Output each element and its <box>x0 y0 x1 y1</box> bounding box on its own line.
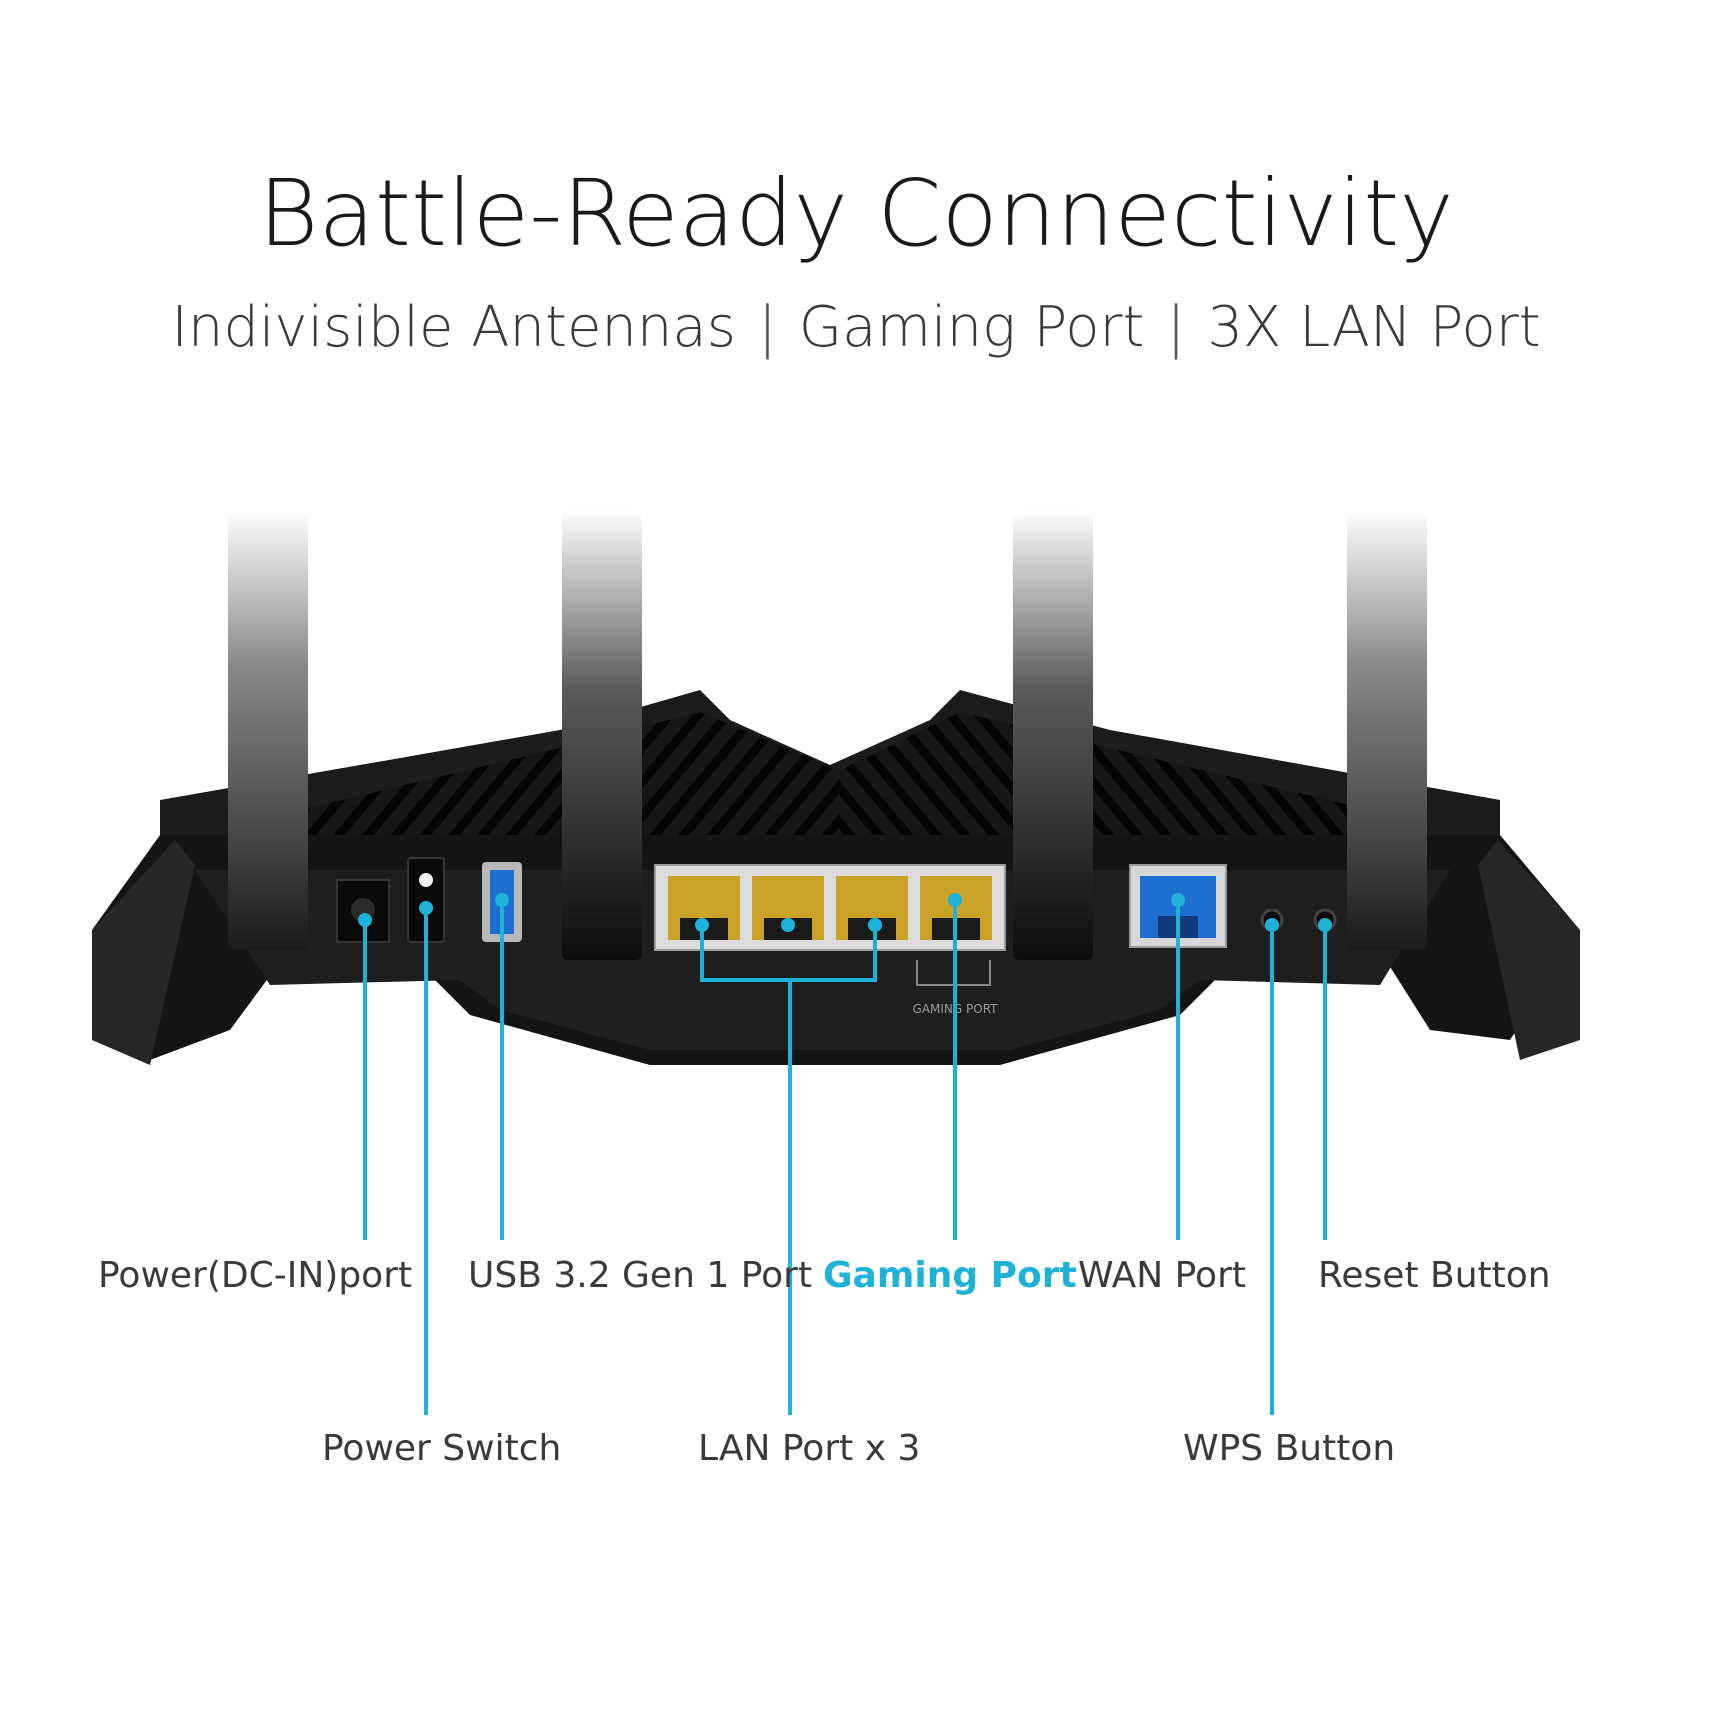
callout-usb: USB 3.2 Gen 1 Port <box>468 1255 813 1296</box>
antenna-4 <box>1347 510 1427 950</box>
callout-reset: Reset Button <box>1318 1255 1551 1296</box>
callout-lan: LAN Port x 3 <box>698 1428 921 1469</box>
page-title: Battle-Ready Connectivity <box>258 160 1454 267</box>
feature-antennas: Indivisible Antennas <box>171 295 736 360</box>
feature-separator: | <box>757 295 777 360</box>
feature-gaming-port: Gaming Port <box>798 295 1145 360</box>
lan-port-3 <box>836 876 908 940</box>
feature-list: Indivisible Antennas | Gaming Port | 3X LAN … <box>0 295 1712 360</box>
antenna-3 <box>1013 510 1093 960</box>
feature-lan-port: 3X LAN Port <box>1207 295 1541 360</box>
antenna-2 <box>562 510 642 960</box>
router-vents-right <box>840 712 1370 860</box>
callout-power-switch: Power Switch <box>322 1428 562 1469</box>
callout-power-dc-in: Power(DC-IN)port <box>98 1255 413 1296</box>
feature-separator: | <box>1166 295 1186 360</box>
callout-wps: WPS Button <box>1183 1428 1396 1469</box>
callout-lines <box>363 900 1327 1415</box>
router-foot-right <box>1478 840 1580 1060</box>
callout-dots <box>358 893 1332 932</box>
antenna-1 <box>228 510 308 950</box>
callout-gaming-port: Gaming Port <box>823 1255 1077 1296</box>
power-switch-indicator <box>419 873 433 887</box>
callout-wan: WAN Port <box>1078 1255 1246 1296</box>
router-foot-left <box>92 840 195 1065</box>
